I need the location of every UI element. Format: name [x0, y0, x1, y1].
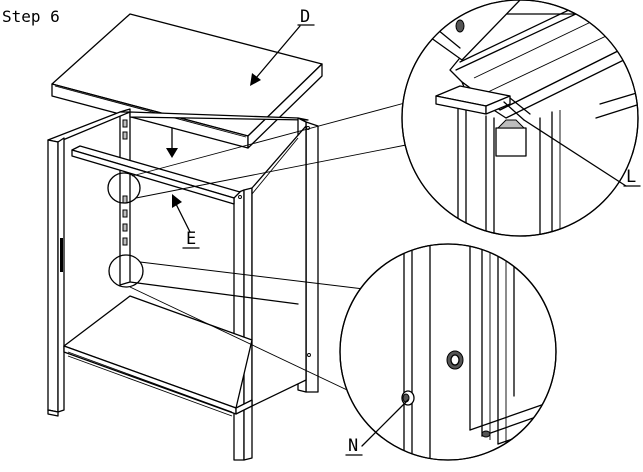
zoom-detail-n — [339, 243, 557, 461]
down-arrow — [166, 127, 178, 158]
cabinet-frame — [47, 108, 319, 461]
label-l-leader — [523, 119, 627, 187]
zoom-detail-l — [401, 0, 639, 237]
detail-circle-l-small — [107, 172, 141, 204]
leader-n-bottom — [129, 286, 365, 399]
leader-n-top — [139, 261, 373, 291]
label-l: L — [626, 167, 636, 187]
detail-circle-n-small — [108, 254, 144, 288]
label-d: D — [300, 7, 310, 27]
label-e-arrow — [172, 194, 191, 233]
label-d-arrow — [250, 25, 301, 86]
label-n: N — [348, 436, 358, 456]
label-n-leader — [361, 399, 409, 447]
leader-l-bottom — [135, 144, 407, 199]
step-title: Step 6 — [2, 7, 60, 26]
label-e: E — [186, 229, 196, 249]
leader-l-top — [131, 99, 417, 177]
